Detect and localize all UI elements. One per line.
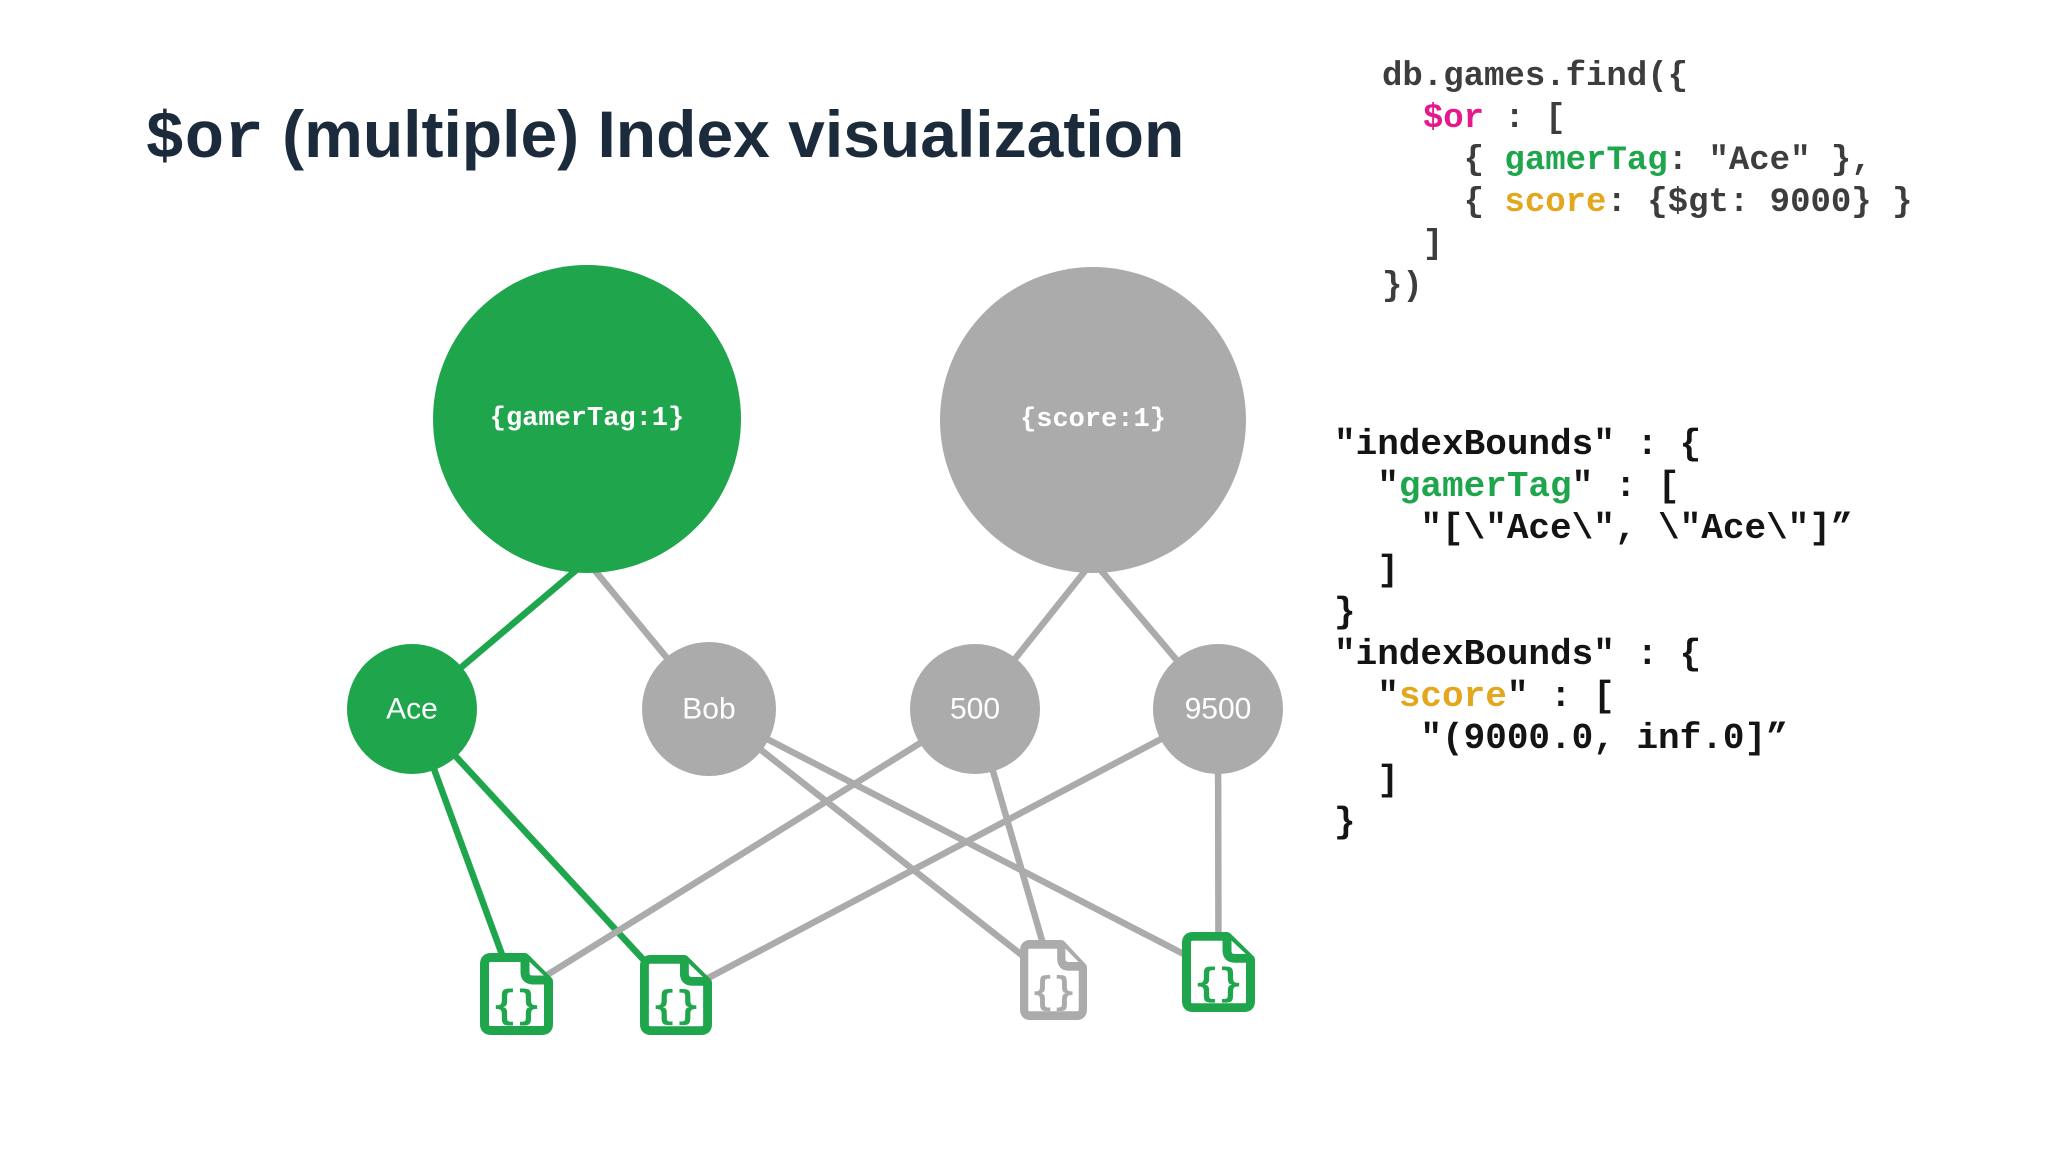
code-line: "score" : [ — [1334, 676, 1852, 718]
code-token: ] — [1382, 226, 1444, 264]
key-node-9500 — [1153, 644, 1283, 774]
code-token: : [ — [1484, 100, 1566, 138]
title-text-part: (multiple) Index visualization — [263, 97, 1185, 171]
code-line: { gamerTag: "Ace" }, — [1382, 140, 1913, 182]
code-token: { — [1382, 184, 1505, 222]
code-line: { score: {$gt: 9000} } — [1382, 182, 1913, 224]
code-line: } — [1334, 592, 1852, 634]
braces-icon: {} — [492, 983, 540, 1029]
code-token: } — [1334, 592, 1356, 633]
code-line: "[\"Ace\", \"Ace\"]” — [1334, 508, 1852, 550]
code-token: " : [ — [1571, 466, 1680, 507]
code-token: " : [ — [1506, 676, 1615, 717]
key-node-label-500: 500 — [950, 693, 1000, 726]
code-line: ] — [1334, 760, 1852, 802]
page-title: $or (multiple) Index visualization — [145, 96, 1184, 177]
document-icon-doc2: {} — [640, 955, 712, 1036]
braces-icon: {} — [1031, 969, 1075, 1014]
document-icon-doc1: {} — [480, 953, 553, 1035]
code-token: ] — [1334, 760, 1399, 801]
code-line: "(9000.0, inf.0]” — [1334, 718, 1852, 760]
braces-icon: {} — [1194, 961, 1242, 1006]
code-token: " — [1334, 676, 1399, 717]
code-token: : "Ace" }, — [1667, 142, 1872, 180]
edge-9500-doc2 — [674, 706, 1220, 998]
key-node-Bob — [642, 642, 776, 776]
query-code-block: db.games.find({ $or : [ { gamerTag: "Ace… — [1382, 56, 1913, 308]
code-token: }) — [1382, 268, 1423, 306]
key-node-Ace — [347, 644, 477, 774]
code-token: : {$gt: 9000} } — [1606, 184, 1913, 222]
code-token: score — [1504, 184, 1607, 222]
code-line: } — [1334, 802, 1852, 844]
code-token: gamerTag — [1504, 142, 1668, 180]
code-token: score — [1398, 676, 1507, 717]
code-token: ] — [1334, 550, 1399, 591]
code-line: "gamerTag" : [ — [1334, 466, 1852, 508]
code-token: } — [1334, 802, 1356, 843]
braces-icon: {} — [652, 984, 699, 1029]
document-icon-doc3: {} — [1020, 940, 1088, 1021]
key-node-label-Ace: Ace — [386, 693, 438, 726]
code-line: db.games.find({ — [1382, 56, 1913, 98]
title-code-part: $or — [145, 102, 264, 177]
index-node-label-score-index: {score:1} — [1020, 405, 1166, 435]
code-token: " — [1334, 466, 1399, 507]
code-token: "(9000.0, inf.0]” — [1334, 718, 1788, 759]
code-line: ] — [1334, 550, 1852, 592]
index-bounds-block: "indexBounds" : { "gamerTag" : [ "[\"Ace… — [1334, 424, 1852, 844]
code-line: $or : [ — [1382, 98, 1913, 140]
edge-Bob-doc3 — [706, 706, 1056, 983]
key-node-label-9500: 9500 — [1185, 693, 1252, 726]
key-node-label-Bob: Bob — [682, 693, 735, 726]
edge-500-doc1 — [514, 706, 977, 997]
code-token: gamerTag — [1398, 466, 1572, 507]
code-line: }) — [1382, 266, 1913, 308]
code-token: db.games.find({ — [1382, 58, 1689, 96]
code-token: { — [1382, 142, 1505, 180]
index-node-gamerTag-index — [433, 265, 741, 573]
code-line: "indexBounds" : { — [1334, 634, 1852, 676]
document-fold-corner — [520, 957, 549, 985]
code-token: "indexBounds" : { — [1334, 424, 1702, 465]
index-node-label-gamerTag-index: {gamerTag:1} — [490, 404, 684, 434]
code-line: ] — [1382, 224, 1913, 266]
document-icon-doc4: {} — [1182, 932, 1255, 1013]
index-node-score-index — [940, 267, 1246, 573]
key-node-500 — [910, 644, 1040, 774]
code-token: $or — [1422, 100, 1485, 138]
code-token: "[\"Ace\", \"Ace\"]” — [1334, 508, 1853, 549]
code-token: "indexBounds" : { — [1334, 634, 1702, 675]
code-line: "indexBounds" : { — [1334, 424, 1852, 466]
